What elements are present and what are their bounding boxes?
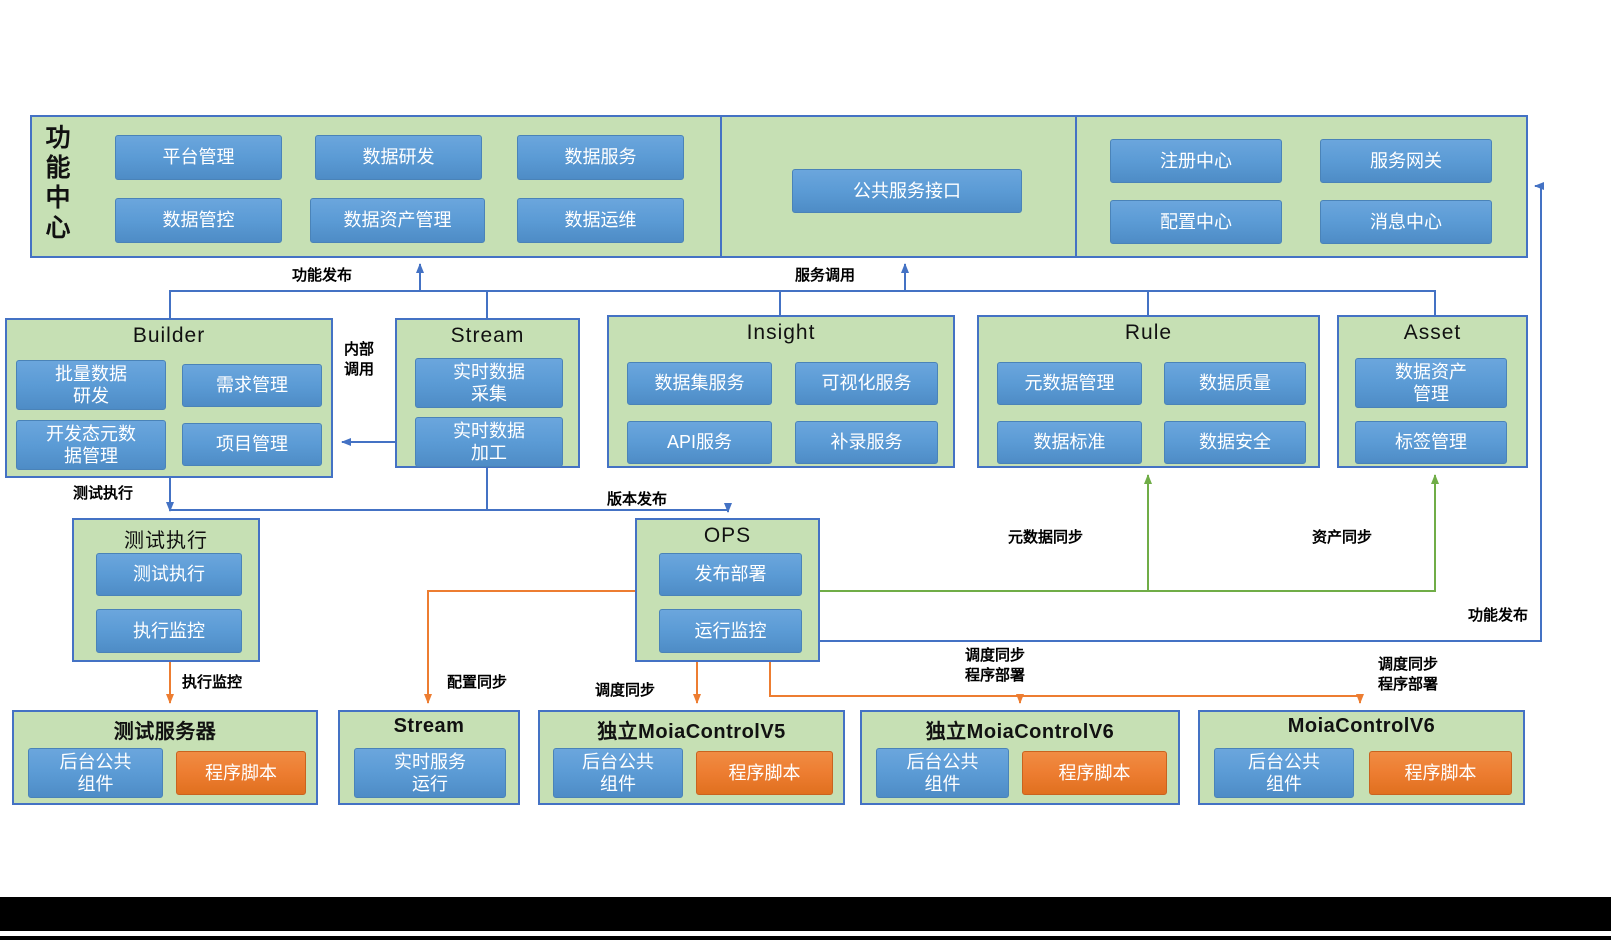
edge-label-schedule-deploy-mid: 调度同步 程序部署 xyxy=(965,647,1026,684)
node-visualization-service: 可视化服务 xyxy=(795,362,938,405)
node-registry-center: 注册中心 xyxy=(1110,139,1282,183)
node-data-security: 数据安全 xyxy=(1164,421,1306,464)
moia-v6-title: MoiaControlV6 xyxy=(1287,715,1436,737)
builder-panel: Builder 批量数据 研发 需求管理 开发态元数 据管理 项目管理 xyxy=(5,318,333,478)
node-backend-components-v5: 后台公共 组件 xyxy=(553,748,683,798)
test-server-panel: 测试服务器 后台公共 组件 程序脚本 xyxy=(12,710,318,805)
edge-function-publish-right-arrow xyxy=(820,182,1544,642)
asset-title: Asset xyxy=(1403,321,1462,344)
stream-server-panel: Stream 实时服务 运行 xyxy=(338,710,520,805)
edge-label-service-call: 服务调用 xyxy=(795,267,856,284)
node-backend-components-v6: 后台公共 组件 xyxy=(1214,748,1354,798)
node-dataset-service: 数据集服务 xyxy=(627,362,772,405)
node-runtime-monitor: 运行监控 xyxy=(659,609,802,653)
node-test-exec: 测试执行 xyxy=(96,553,242,596)
edge-label-metadata-sync: 元数据同步 xyxy=(1008,529,1084,546)
function-center-panel: 功 能 中 心 平台管理 数据研发 数据服务 数据管控 数据资产管理 数据运维 … xyxy=(30,115,1528,258)
node-config-center: 配置中心 xyxy=(1110,200,1282,244)
node-backend-components-test: 后台公共 组件 xyxy=(28,748,163,798)
node-data-dev: 数据研发 xyxy=(315,135,482,180)
node-data-ops: 数据运维 xyxy=(517,198,684,243)
node-data-standard: 数据标准 xyxy=(997,421,1142,464)
node-program-script-v6s: 程序脚本 xyxy=(1022,751,1167,795)
stream-title: Stream xyxy=(450,324,525,347)
node-service-gateway: 服务网关 xyxy=(1320,139,1492,183)
stream-panel: Stream 实时数据 采集 实时数据 加工 xyxy=(395,318,580,468)
edge-schedule-sync-moia-arrow xyxy=(1020,694,1364,704)
orange-edges xyxy=(166,590,1364,704)
node-dev-metadata-mgmt: 开发态元数 据管理 xyxy=(16,420,166,470)
ops-panel: OPS 发布部署 运行监控 xyxy=(635,518,820,662)
node-data-governance: 数据管控 xyxy=(115,198,282,243)
node-supplement-service: 补录服务 xyxy=(795,421,938,464)
moia-v6-panel: MoiaControlV6 后台公共 组件 程序脚本 xyxy=(1198,710,1525,805)
node-data-service: 数据服务 xyxy=(517,135,684,180)
edge-asset-sync-arrow xyxy=(1148,474,1439,592)
node-backend-components-v6s: 后台公共 组件 xyxy=(876,748,1009,798)
edge-label-asset-sync: 资产同步 xyxy=(1312,529,1373,546)
edge-label-internal-call: 内部 调用 xyxy=(344,341,375,378)
edge-label-schedule-sync: 调度同步 xyxy=(595,682,656,699)
rule-title: Rule xyxy=(1124,321,1173,344)
test-server-title: 测试服务器 xyxy=(113,721,217,743)
edge-label-version-publish: 版本发布 xyxy=(607,491,668,508)
node-program-script-test: 程序脚本 xyxy=(176,751,306,795)
builder-title: Builder xyxy=(132,324,206,347)
edge-label-function-publish-right: 功能发布 xyxy=(1468,607,1529,624)
edge-schedule-sync-v6-arrow xyxy=(769,662,1024,704)
moia-v5-panel: 独立MoiaControlV5 后台公共 组件 程序脚本 xyxy=(538,710,845,805)
node-api-service: API服务 xyxy=(627,421,772,464)
insight-title: Insight xyxy=(746,321,816,344)
node-project-mgmt: 项目管理 xyxy=(182,423,322,466)
node-program-script-v6: 程序脚本 xyxy=(1369,751,1512,795)
divider-1 xyxy=(720,117,722,256)
stream-server-title: Stream xyxy=(393,715,465,737)
node-batch-data-dev: 批量数据 研发 xyxy=(16,360,166,410)
asset-panel: Asset 数据资产 管理 标签管理 xyxy=(1337,315,1528,468)
bottom-black-bar xyxy=(0,897,1611,931)
insight-panel: Insight 数据集服务 可视化服务 API服务 补录服务 xyxy=(607,315,955,468)
blue-edges xyxy=(166,182,1544,642)
edge-label-function-publish-left: 功能发布 xyxy=(292,267,353,284)
node-data-quality: 数据质量 xyxy=(1164,362,1306,405)
edge-label-test-exec: 测试执行 xyxy=(73,485,134,502)
node-tag-mgmt: 标签管理 xyxy=(1355,421,1507,464)
node-metadata-mgmt: 元数据管理 xyxy=(997,362,1142,405)
test-exec-panel: 测试执行 测试执行 执行监控 xyxy=(72,518,260,662)
divider-2 xyxy=(1075,117,1077,256)
node-program-script-v5: 程序脚本 xyxy=(696,751,833,795)
node-exec-monitor: 执行监控 xyxy=(96,609,242,653)
edge-metadata-sync-arrow xyxy=(820,474,1152,592)
node-deploy: 发布部署 xyxy=(659,553,802,596)
node-requirement-mgmt: 需求管理 xyxy=(182,364,322,407)
bottom-black-edge xyxy=(0,936,1611,940)
edge-label-config-sync: 配置同步 xyxy=(447,674,508,691)
node-realtime-data-process: 实时数据 加工 xyxy=(415,417,563,467)
edge-label-schedule-deploy-right: 调度同步 程序部署 xyxy=(1378,656,1439,693)
green-edges xyxy=(820,474,1439,592)
ops-title: OPS xyxy=(703,524,752,547)
edge-config-sync-arrow xyxy=(424,590,635,704)
test-exec-title: 测试执行 xyxy=(124,530,208,552)
node-message-center: 消息中心 xyxy=(1320,200,1492,244)
edge-label-exec-monitor: 执行监控 xyxy=(182,674,243,691)
node-realtime-data-collect: 实时数据 采集 xyxy=(415,358,563,408)
node-realtime-service-run: 实时服务 运行 xyxy=(354,748,506,798)
node-asset-mgmt: 数据资产 管理 xyxy=(1355,358,1507,408)
edge-products-bus xyxy=(169,290,1436,318)
moia-v6-standalone-panel: 独立MoiaControlV6 后台公共 组件 程序脚本 xyxy=(860,710,1180,805)
function-center-label: 功 能 中 心 xyxy=(45,124,71,242)
node-platform-mgmt: 平台管理 xyxy=(115,135,282,180)
node-data-asset-mgmt: 数据资产管理 xyxy=(310,198,485,243)
moia-v5-title: 独立MoiaControlV5 xyxy=(597,721,786,743)
moia-v6-standalone-title: 独立MoiaControlV6 xyxy=(925,721,1115,743)
rule-panel: Rule 元数据管理 数据质量 数据标准 数据安全 xyxy=(977,315,1320,468)
node-public-service-api: 公共服务接口 xyxy=(792,169,1022,213)
